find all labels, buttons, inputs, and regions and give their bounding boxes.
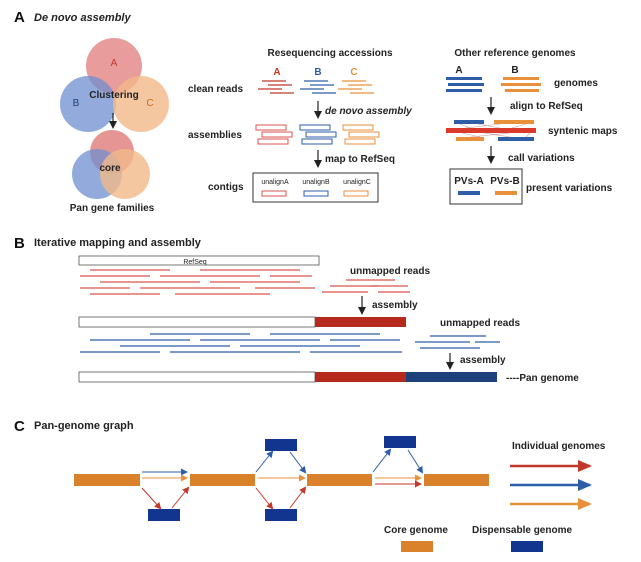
graph-dispensable-segments [148,436,416,521]
unalign-c-label: unalignC [343,179,371,186]
venn-core: core [72,130,150,199]
unalign-b-contig [303,190,329,197]
other-ref-heading: Other reference genomes [454,48,576,59]
syntenic-map [446,120,536,141]
blue-contig-bar-3 [406,372,497,382]
venn-label-c: C [146,98,153,109]
venn-circle-c [113,76,169,132]
venn-clustering: A B C Clustering [60,38,169,132]
panel-b-letter: B [14,235,25,252]
clean-reads-c [338,80,374,94]
refseq-bar [78,255,320,266]
venn-label-a: A [111,58,118,69]
pvs-a-bar [458,191,480,195]
other-genome-b-bars [501,77,541,92]
other-genome-b-label: B [511,65,518,76]
assemblies-a [255,124,293,145]
panel-b: B Iterative mapping and assembly RefSeq … [14,235,579,384]
reseq-block: Resequencing accessions A B C clean read… [188,48,412,203]
pan-genome-label: ----Pan genome [506,373,579,384]
unalign-c-contig [343,190,369,197]
other-genome-a-label: A [455,65,462,76]
panel-a-title: De novo assembly [34,12,131,24]
reseq-sample-a: A [273,67,280,78]
reseq-sample-c: C [350,67,357,78]
refseq-label: RefSeq [183,259,206,266]
clean-reads-label: clean reads [188,84,243,95]
unalign-a-label: unalignA [261,179,289,186]
pvs-a-label: PVs-A [454,176,483,187]
reseq-sample-b: B [314,67,321,78]
map-to-refseq-label: map to RefSeq [325,154,395,165]
other-ref-block: Other reference genomes A B genomes alig… [446,48,618,205]
assembly-2-label: assembly [460,355,506,366]
red-unmapped-reads [322,279,410,293]
core-genome-legend-swatch [401,541,433,552]
pvs-box [449,168,523,205]
other-genome-a-bars [446,77,484,92]
blue-unmapped-reads [415,335,500,349]
pvs-b-bar [495,191,517,195]
panel-b-title: Iterative mapping and assembly [34,237,202,249]
red-contig-bar-3 [315,372,406,382]
unmapped-reads-1-label: unmapped reads [350,266,430,277]
panel-c: C Pan-genome graph [14,418,606,552]
dispensable-genome-legend-swatch [511,541,543,552]
panel-a: A De novo assembly A B C Clustering core… [14,9,618,214]
contigs-box [252,172,379,203]
assembly-1-label: assembly [372,300,418,311]
unmapped-reads-2-label: unmapped reads [440,318,520,329]
venn-label-b: B [73,98,80,109]
refseq-bar-2 [78,316,316,328]
blue-reads [80,333,402,353]
refseq-bar-3 [78,371,316,383]
de-novo-label: de novo assembly [325,106,412,117]
pan-gene-families-label: Pan gene families [70,203,155,214]
align-label: align to RefSeq [510,101,583,112]
pvs-b-label: PVs-B [490,176,519,187]
graph-paths-gap-3 [372,448,424,488]
graph-paths-gap-2 [255,450,307,510]
contigs-label: contigs [208,182,244,193]
red-contig-bar-2 [315,317,406,327]
panel-a-letter: A [14,9,25,26]
unalign-a-contig [261,190,287,197]
clean-reads-b [300,80,336,94]
venn-circle-b [60,76,116,132]
genomes-label: genomes [554,78,598,89]
present-variations-label: present variations [526,183,613,194]
unalign-b-label: unalignB [302,179,330,186]
syntenic-maps-label: syntenic maps [548,126,618,137]
graph-paths-gap-1 [141,468,190,510]
core-genome-legend-label: Core genome [384,525,448,536]
assemblies-label: assemblies [188,130,242,141]
venn-core-circle-c [100,149,150,199]
graph-core-segments [74,474,489,486]
assemblies-c [342,124,380,145]
panel-c-title: Pan-genome graph [34,420,134,432]
red-reads [80,269,315,295]
assemblies-b [299,124,337,145]
dispensable-genome-legend-label: Dispensable genome [472,525,572,536]
call-variations-label: call variations [508,153,575,164]
venn-label-clustering: Clustering [89,90,138,101]
panel-c-letter: C [14,418,25,435]
individual-genomes-label: Individual genomes [512,441,606,452]
reseq-heading: Resequencing accessions [267,48,392,59]
venn-core-label: core [99,163,121,174]
clean-reads-a [258,80,294,94]
